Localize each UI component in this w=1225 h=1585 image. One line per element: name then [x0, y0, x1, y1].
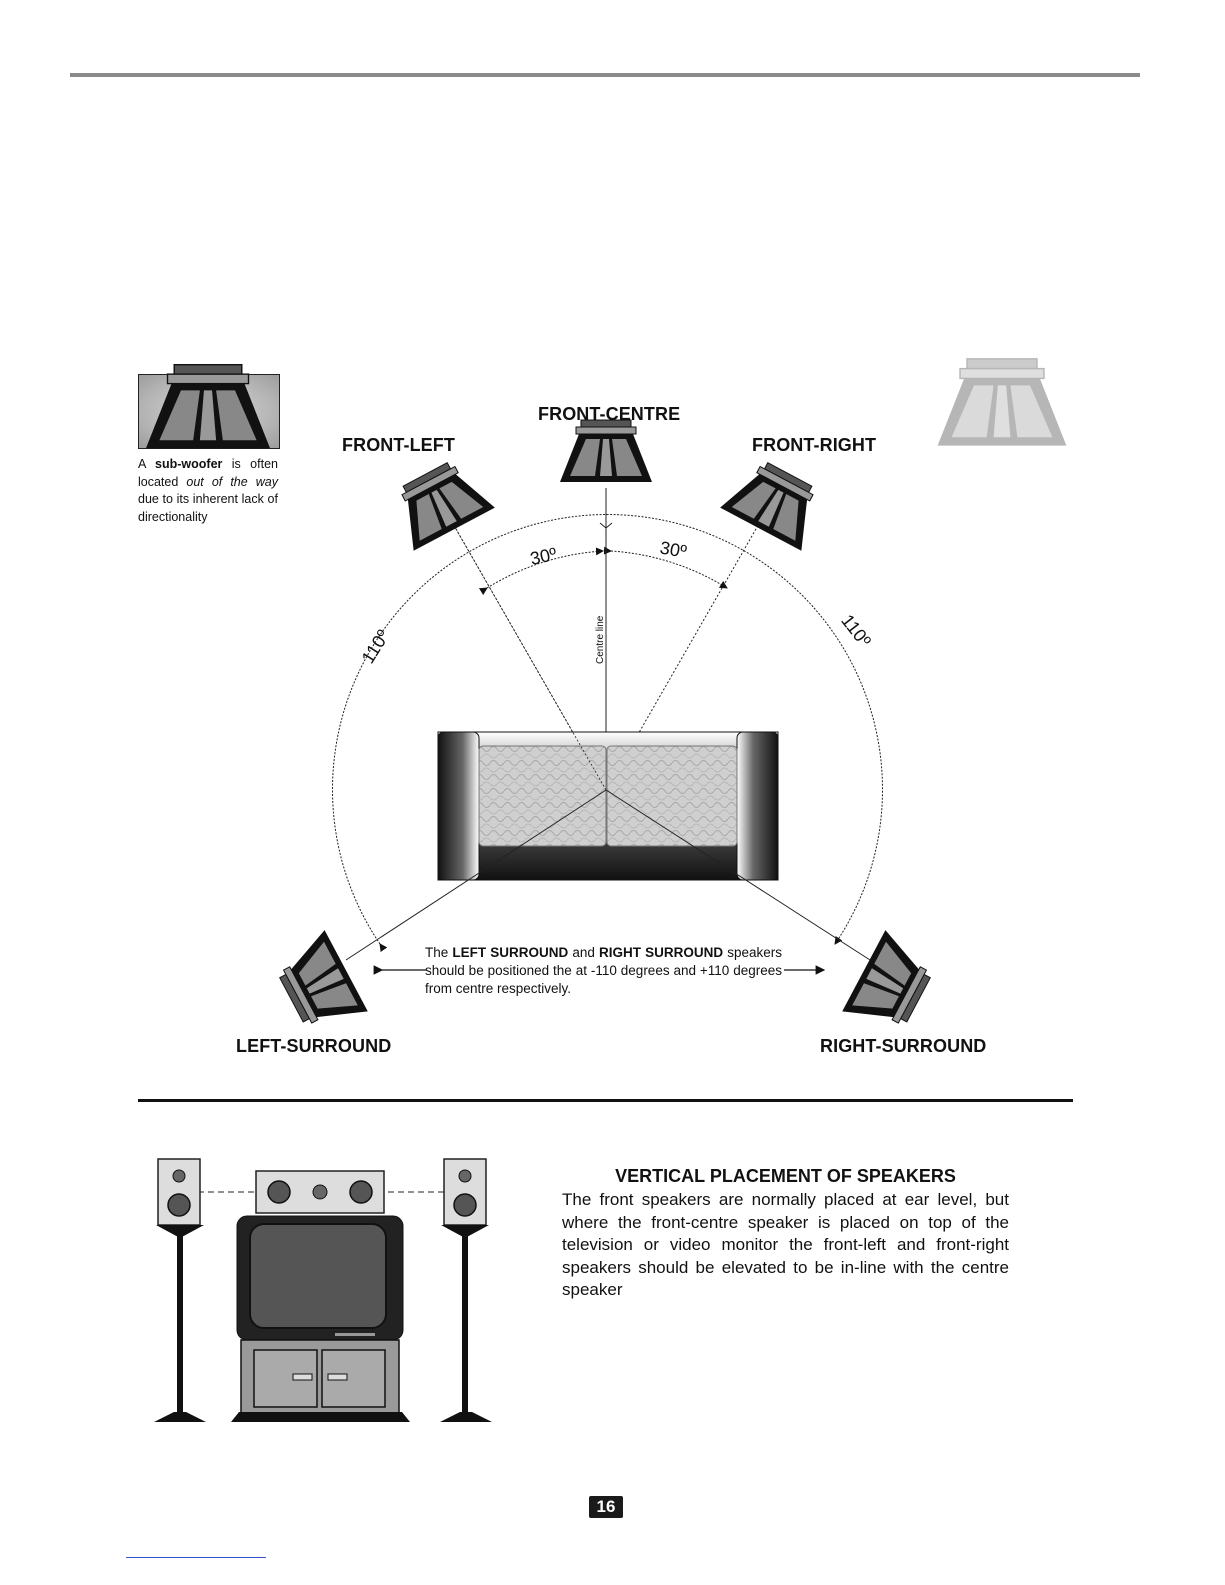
page-number: 16: [589, 1496, 623, 1518]
surround-note-rest: speakers should be positioned the at -11…: [425, 945, 782, 996]
vertical-placement-title: VERTICAL PLACEMENT OF SPEAKERS: [615, 1166, 956, 1186]
faded-speaker-icon: [936, 358, 1068, 447]
subwoofer-note-a: A: [138, 457, 146, 471]
surround-note-lead: The: [425, 945, 449, 960]
surround-note: The LEFT SURROUND and RIGHT SURROUND spe…: [425, 944, 782, 998]
front-left-label: FRONT-LEFT: [342, 435, 455, 455]
vertical-placement-body: The front speakers are normally placed a…: [562, 1190, 1009, 1299]
subwoofer-note-text1: is often located: [138, 457, 278, 489]
right-surround-label: RIGHT-SURROUND: [820, 1036, 987, 1056]
sofa: [437, 731, 779, 881]
surround-note-right: RIGHT SURROUND: [598, 945, 724, 960]
subwoofer-note-term: sub-woofer: [155, 457, 223, 471]
right-surround-speaker-icon: [841, 929, 941, 1041]
angle-label-left-110: 110º: [358, 626, 394, 667]
centre-line-label: Centre line: [595, 615, 606, 664]
front-centre-speaker-icon: [559, 419, 653, 483]
left-surround-speaker-icon: [269, 929, 369, 1041]
surround-note-and: and: [572, 945, 595, 960]
surround-arc: [332, 514, 883, 953]
front-left-speaker-icon: [384, 452, 496, 552]
front-right-label: FRONT-RIGHT: [752, 435, 877, 455]
left-surround-label: LEFT-SURROUND: [236, 1036, 392, 1056]
top-rule: [70, 73, 1140, 77]
angle-label-left-30: 30º: [528, 544, 559, 569]
angle-label-right-110: 110º: [837, 611, 875, 651]
vertical-placement-illustration: [154, 1158, 492, 1422]
angle-label-right-30: 30º: [658, 538, 688, 562]
subwoofer-note-emph: out of the way: [186, 474, 278, 489]
bottom-rule: [126, 1557, 266, 1558]
subwoofer-note-text2: due to its inherent lack of directionali…: [138, 492, 278, 524]
front-right-speaker-icon: [719, 452, 831, 552]
front-centre-label: FRONT-CENTRE: [538, 404, 681, 424]
section-divider: [138, 1099, 1073, 1102]
surround-note-left: LEFT SURROUND: [452, 945, 569, 960]
subwoofer-box: [138, 374, 280, 449]
subwoofer-note: A sub-woofer is often located out of the…: [138, 456, 278, 526]
